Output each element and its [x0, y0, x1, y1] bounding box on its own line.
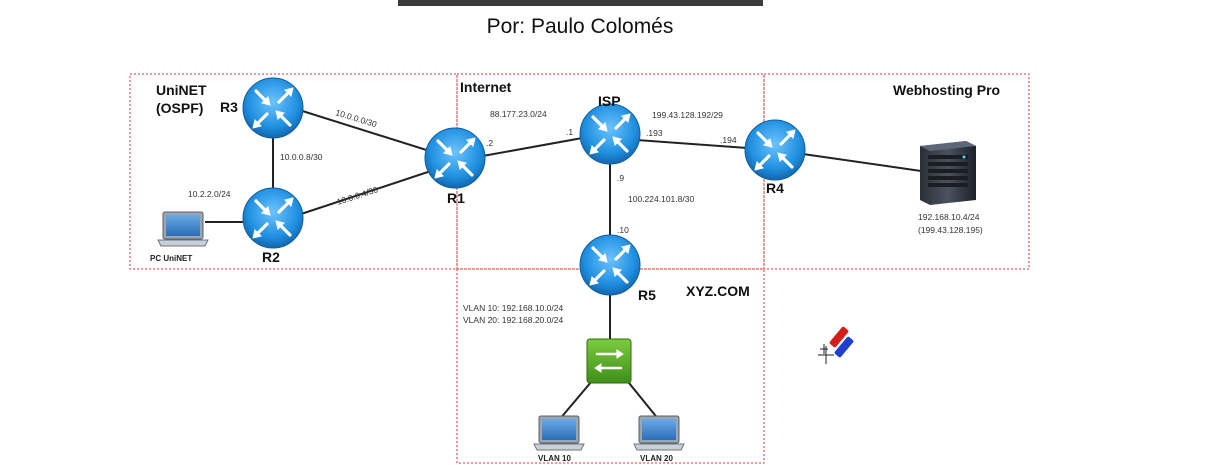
net-isp-r4-label: 199.43.128.192/29	[652, 110, 723, 120]
cropped-title-bar	[398, 0, 763, 6]
router-r2-icon[interactable]	[241, 186, 305, 250]
server-icon[interactable]	[920, 141, 976, 205]
router-isp-icon[interactable]	[578, 102, 642, 166]
pc-uninet-label: PC UniNET	[150, 254, 192, 263]
r5-label: R5	[638, 287, 656, 303]
isp-r5-interface-label: .9	[617, 173, 624, 183]
zone-uninet-label: UniNET	[156, 82, 207, 98]
link-r3-r1	[276, 102, 456, 160]
router-r5-icon[interactable]	[578, 233, 642, 297]
r2-label: R2	[262, 249, 280, 265]
isp-r4-interface-label: .193	[646, 128, 663, 138]
net-r2-pc-label: 10.2.2.0/24	[188, 189, 231, 199]
r5-interface-label: .10	[617, 225, 629, 235]
pen-cursor-icon	[818, 326, 854, 364]
r1-interface-label: .2	[486, 138, 493, 148]
subtitle: Por: Paulo Colomés	[487, 15, 674, 38]
vlan20-network-label: VLAN 20: 192.168.20.0/24	[463, 315, 563, 325]
net-r2-r1-label: 10.0.0.4/30	[336, 184, 380, 207]
net-isp-r5-label: 100.224.101.8/30	[628, 194, 694, 204]
net-r1-isp-label: 88.177.23.0/24	[490, 109, 547, 119]
server-ip-label: 192.168.10.4/24	[918, 212, 980, 222]
zone-internet-label: Internet	[460, 79, 512, 95]
router-r4-icon[interactable]	[743, 118, 807, 182]
net-r3-r2-label: 10.0.0.8/30	[280, 152, 323, 162]
link-r2-r1	[276, 162, 456, 223]
net-r3-r1-label: 10.0.0.0/30	[334, 107, 378, 129]
zone-webhosting-label: Webhosting Pro	[893, 82, 1000, 98]
zone-xyz-label: XYZ.COM	[686, 283, 750, 299]
laptop-pc-uninet-icon[interactable]	[157, 211, 209, 247]
router-r1-icon[interactable]	[423, 126, 487, 190]
router-r3-icon[interactable]	[241, 76, 305, 140]
zone-webhosting	[763, 73, 1030, 270]
server-public-ip-label: (199.43.128.195)	[918, 225, 983, 235]
zone-uninet-sublabel: (OSPF)	[156, 100, 203, 116]
vlan20-pc-label: VLAN 20	[640, 454, 673, 463]
r4-interface-label: .194	[720, 135, 737, 145]
isp-label: ISP	[598, 93, 621, 109]
r4-label: R4	[766, 180, 784, 196]
laptop-vlan20-icon[interactable]	[633, 415, 685, 451]
switch-icon[interactable]	[586, 338, 632, 384]
vlan10-pc-label: VLAN 10	[538, 454, 571, 463]
isp-r1-interface-label: .1	[566, 127, 573, 137]
r3-label: R3	[220, 99, 238, 115]
vlan10-network-label: VLAN 10: 192.168.10.0/24	[463, 303, 563, 313]
laptop-vlan10-icon[interactable]	[533, 415, 585, 451]
r1-label: R1	[447, 190, 465, 206]
